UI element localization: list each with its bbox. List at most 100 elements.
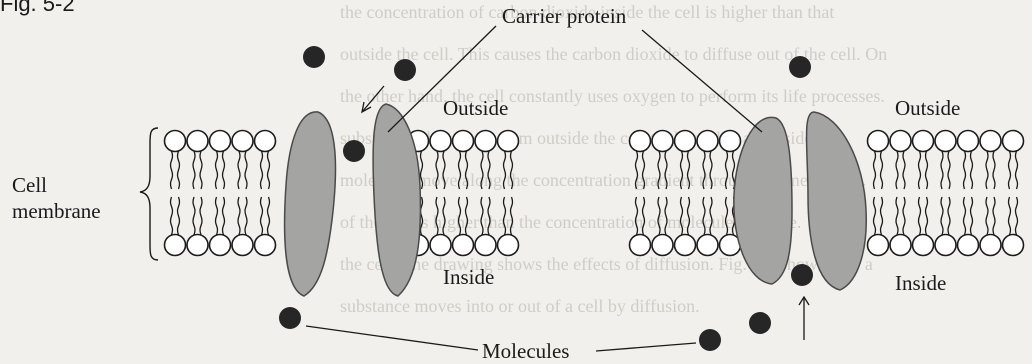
- label-inside-right: Inside: [895, 271, 946, 296]
- lipid-head: [913, 131, 934, 152]
- lipid-head: [430, 131, 451, 152]
- lipid-tail: [510, 197, 512, 235]
- lipid-tail: [443, 151, 445, 189]
- lipid-tail: [170, 197, 172, 235]
- lipid-tail: [896, 197, 898, 235]
- lipid-head: [697, 235, 718, 256]
- label-carrier-protein: Carrier protein: [502, 4, 626, 29]
- lipid-tail: [948, 151, 950, 189]
- carrier-protein-left-half-a: [285, 112, 336, 296]
- lipid-tail: [710, 151, 712, 189]
- lipid-head: [187, 131, 208, 152]
- lipid-tail: [925, 151, 927, 189]
- label-outside-left: Outside: [443, 96, 508, 121]
- lipid-head: [958, 131, 979, 152]
- lipid-tail: [170, 151, 172, 189]
- carrier-protein-leader-right: [642, 30, 762, 132]
- lipid-tail: [642, 151, 644, 189]
- lipid-head: [980, 131, 1001, 152]
- lipid-tail: [222, 151, 224, 189]
- arrow-out-of-cell-icon: [799, 297, 809, 340]
- lipid-tail: [993, 151, 995, 189]
- lipid-head: [430, 235, 451, 256]
- lipid-tail: [260, 151, 262, 189]
- membrane-brace: [140, 128, 158, 260]
- lipid-tail: [687, 197, 689, 235]
- lipid-head: [958, 235, 979, 256]
- molecule: [699, 329, 721, 351]
- lipid-tail: [215, 151, 217, 189]
- lipid-head: [187, 235, 208, 256]
- lipid-tail: [488, 151, 490, 189]
- lipid-tail: [443, 197, 445, 235]
- lipid-tail: [458, 151, 460, 189]
- lipid-head: [210, 131, 231, 152]
- molecule: [749, 312, 771, 334]
- lipid-tail: [880, 151, 882, 189]
- lipid-tail: [193, 151, 195, 189]
- lipid-tail: [245, 197, 247, 235]
- lipid-tail: [873, 197, 875, 235]
- lipid-tail: [436, 151, 438, 189]
- lipid-head: [890, 131, 911, 152]
- lipid-tail: [1015, 151, 1017, 189]
- lipid-tail: [963, 197, 965, 235]
- lipid-tail: [896, 151, 898, 189]
- lipid-tail: [1015, 197, 1017, 235]
- lipid-tail: [703, 197, 705, 235]
- lipid-tail: [873, 151, 875, 189]
- molecule: [303, 46, 325, 68]
- lipid-tail: [903, 197, 905, 235]
- label-inside-left: Inside: [443, 265, 494, 290]
- label-cell: Cell: [12, 173, 47, 198]
- lipid-tail: [687, 151, 689, 189]
- lipid-tail: [970, 151, 972, 189]
- label-outside-right: Outside: [895, 96, 960, 121]
- lipid-tail: [710, 197, 712, 235]
- lipid-tail: [503, 151, 505, 189]
- lipid-head: [675, 235, 696, 256]
- lipid-tail: [963, 151, 965, 189]
- lipid-tail: [245, 151, 247, 189]
- lipid-head: [232, 131, 253, 152]
- lipid-tail: [642, 197, 644, 235]
- lipid-head: [868, 235, 889, 256]
- lipid-head: [675, 131, 696, 152]
- lipid-tail: [970, 197, 972, 235]
- lipid-tail: [260, 197, 262, 235]
- lipid-tail: [420, 151, 422, 189]
- lipid-tail: [481, 197, 483, 235]
- lipid-head: [453, 131, 474, 152]
- lipid-head: [935, 131, 956, 152]
- lipid-tail: [177, 197, 179, 235]
- lipid-head: [453, 235, 474, 256]
- lipid-head: [630, 235, 651, 256]
- lipid-tail: [665, 151, 667, 189]
- molecules-leader-right: [596, 343, 696, 351]
- lipid-head: [165, 131, 186, 152]
- lipid-tail: [503, 197, 505, 235]
- label-membrane: membrane: [12, 199, 101, 224]
- lipid-tail: [918, 151, 920, 189]
- lipid-head: [913, 235, 934, 256]
- lipid-tail: [465, 197, 467, 235]
- lipid-head: [475, 131, 496, 152]
- lipid-tail: [481, 151, 483, 189]
- lipid-tail: [458, 197, 460, 235]
- lipid-tail: [488, 197, 490, 235]
- lipid-head: [630, 131, 651, 152]
- lipid-tail: [680, 197, 682, 235]
- lipid-head: [652, 235, 673, 256]
- lipid-tail: [465, 151, 467, 189]
- carrier-protein-right-half-a: [734, 117, 792, 284]
- molecule: [343, 140, 365, 162]
- lipid-head: [475, 235, 496, 256]
- molecule: [791, 264, 813, 286]
- lipid-tail: [200, 151, 202, 189]
- lipid-tail: [725, 151, 727, 189]
- lipid-tail: [215, 197, 217, 235]
- molecule: [394, 59, 416, 81]
- lipid-tail: [193, 197, 195, 235]
- lipid-tail: [200, 197, 202, 235]
- lipid-tail: [665, 197, 667, 235]
